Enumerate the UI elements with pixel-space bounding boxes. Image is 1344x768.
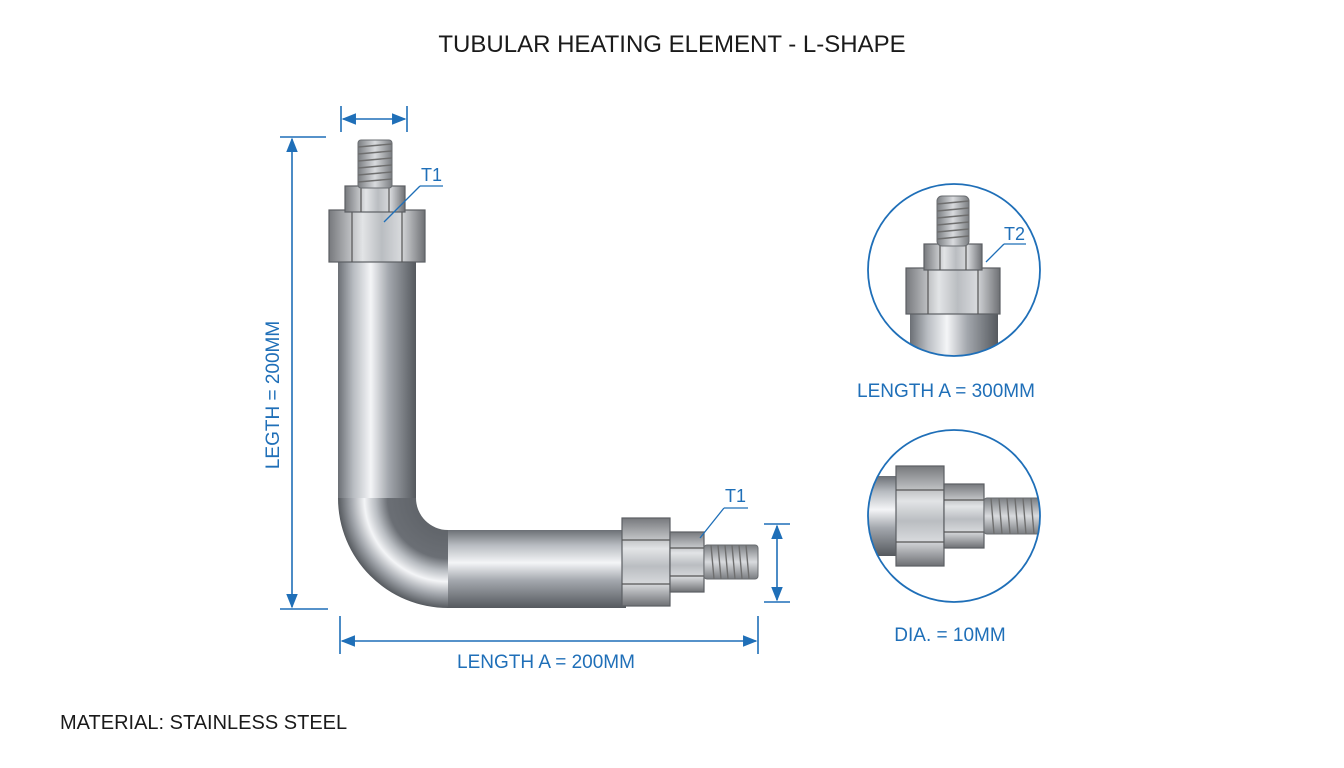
right-thread-lines	[710, 544, 750, 580]
horizontal-length-label: LENGTH A = 200MM	[457, 652, 635, 673]
bottom-detail-caption: DIA. = 10MM	[894, 625, 1005, 646]
right-terminal-tag: T1	[725, 486, 746, 506]
vertical-length-label: LEGTH = 200MM	[263, 321, 284, 469]
top-detail-caption: LENGTH A = 300MM	[857, 381, 1035, 402]
l-shaped-tube	[338, 258, 626, 608]
detail-terminal-tag: T2	[1004, 224, 1025, 244]
top-width-dimension	[340, 106, 408, 132]
top-terminal-fitting	[328, 139, 426, 263]
diagram-title: TUBULAR HEATING ELEMENT - L-SHAPE	[438, 31, 905, 58]
horizontal-length-dimension	[339, 616, 759, 654]
bottom-detail-view	[867, 429, 1041, 603]
material-note: MATERIAL: STAINLESS STEEL	[60, 712, 347, 734]
right-terminal-leader	[699, 507, 748, 539]
top-terminal-leader	[383, 185, 443, 223]
terminal-diameter-dimension	[764, 523, 790, 603]
top-detail-view	[867, 183, 1041, 357]
vertical-length-dimension	[280, 136, 328, 610]
top-thread-lines	[357, 143, 393, 183]
right-terminal-fitting	[621, 517, 759, 607]
top-terminal-tag: T1	[421, 165, 442, 185]
